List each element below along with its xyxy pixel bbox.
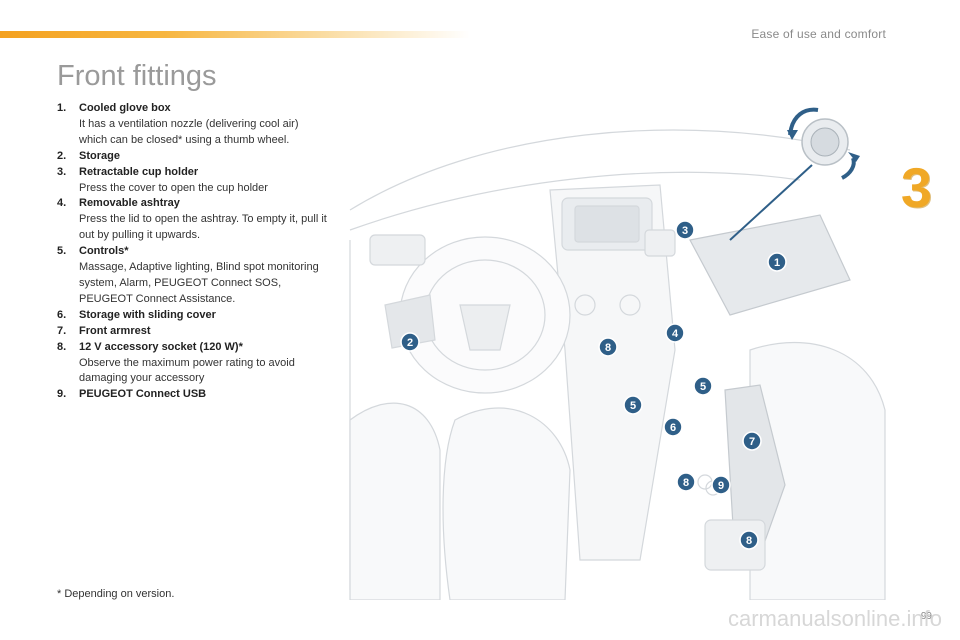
callout-marker-5: 5 [623,395,643,415]
svg-text:8: 8 [605,342,611,354]
item-label: Controls* [79,245,129,258]
callout-marker-8: 8 [598,337,618,357]
svg-text:1: 1 [774,257,780,269]
item-description: Press the lid to open the ashtray. To em… [79,213,327,242]
cabin-illustration: 1 2 3 4 5 5 6 7 8 8 8 9 [349,107,886,600]
list-item: 2.Storage [57,149,120,162]
callout-marker-2: 2 [400,332,420,352]
svg-text:8: 8 [683,477,689,489]
callout-marker-6: 6 [663,417,683,437]
svg-text:8: 8 [746,535,752,547]
item-label: Storage with sliding cover [79,308,216,321]
callout-marker-5: 5 [693,376,713,396]
callout-marker-3: 3 [675,220,695,240]
item-label: PEUGEOT Connect USB [79,388,207,401]
svg-text:3: 3 [682,225,688,237]
item-description: It has a ventilation nozzle (delivering … [79,117,299,146]
header-accent-bar [0,31,470,38]
item-description: Press the cover to open the cup holder [79,181,268,194]
callout-marker-1: 1 [767,252,787,272]
page-title: Front fittings [57,60,217,92]
svg-text:5: 5 [630,400,636,412]
item-label: Retractable cup holder [79,165,199,178]
callout-marker-8: 8 [676,472,696,492]
footnote: * Depending on version. [57,588,175,600]
svg-text:4: 4 [672,328,679,340]
callout-marker-9: 9 [711,475,731,495]
callout-marker-7: 7 [742,431,762,451]
watermark: carmanualsonline.info [727,606,942,631]
callout-marker-4: 4 [665,323,685,343]
list-item: 9.PEUGEOT Connect USB [57,388,207,401]
list-item: 6.Storage with sliding cover [57,308,216,321]
chapter-number: 3 [900,156,932,219]
item-label: Storage [79,149,120,162]
item-label: Front armrest [79,324,151,337]
list-item: 7.Front armrest [57,324,151,337]
item-label: Cooled glove box [79,102,171,114]
svg-text:9: 9 [718,480,724,492]
section-title: Ease of use and comfort [751,27,886,41]
list-item: 5.Controls*Massage, Adaptive lighting, B… [57,244,327,308]
item-description: Observe the maximum power rating to avoi… [79,356,295,385]
svg-text:2: 2 [407,337,413,349]
list-item: 8.12 V accessory socket (120 W)*Observe … [57,340,327,388]
svg-text:7: 7 [749,436,755,448]
item-label: Removable ashtray [79,197,180,210]
page-number: 99 [920,611,932,622]
item-label: 12 V accessory socket (120 W)* [79,340,243,353]
svg-text:6: 6 [670,422,676,434]
svg-text:5: 5 [700,381,706,393]
item-description: Massage, Adaptive lighting, Blind spot m… [79,261,319,305]
callout-marker-8: 8 [739,530,759,550]
thumb-wheel-inset [729,107,860,241]
